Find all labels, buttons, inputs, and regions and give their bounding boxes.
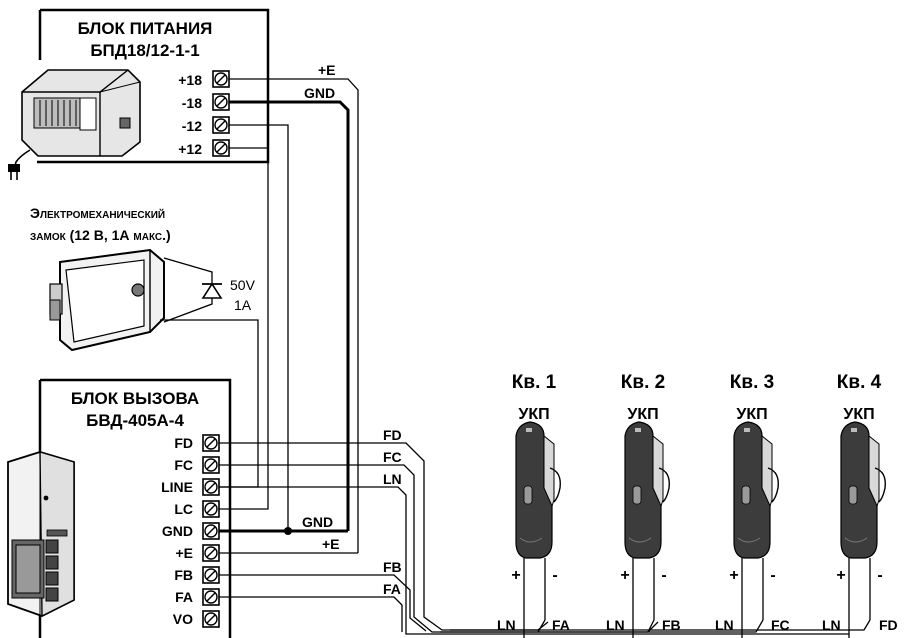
- wire-label-fa: FA: [383, 581, 401, 597]
- apartment-title: Кв. 4: [837, 372, 882, 393]
- wire-label-gnd: GND: [302, 514, 333, 530]
- terminal-screw-icon: [202, 434, 220, 452]
- apartment-title: Кв. 2: [621, 372, 665, 393]
- signal-label: FA: [552, 617, 570, 633]
- terminal-label: LC: [174, 501, 193, 517]
- terminal-screw-icon: [202, 544, 220, 562]
- call-unit-title: БЛОК ВЫЗОВА: [71, 389, 199, 408]
- power-supply-title: БЛОК ПИТАНИЯ: [78, 19, 213, 38]
- terminal-screw-icon: [212, 93, 230, 111]
- electromechanical-lock-icon: [49, 248, 165, 352]
- call-unit-wires: [219, 442, 659, 635]
- signal-label: FB: [662, 617, 681, 633]
- wire-label-e: +E: [318, 62, 336, 78]
- terminal-screw-icon: [212, 116, 230, 134]
- device-label: УКП: [843, 406, 874, 423]
- terminal-screw-icon: [202, 478, 220, 496]
- terminal-label: FC: [174, 457, 193, 473]
- handset-icon: [733, 421, 779, 559]
- device-label: УКП: [736, 406, 767, 423]
- apartment-1: Кв. 1 УКП + - LN FA: [497, 372, 570, 638]
- terminal-screw-icon: [202, 456, 220, 474]
- power-adapter-icon: [8, 69, 141, 180]
- handset-icon: [624, 421, 670, 559]
- apartment-units: Кв. 1 УКП + - LN FA Кв. 2 УКП + - LN FB …: [497, 372, 898, 638]
- terminal-label: +18: [178, 72, 202, 88]
- device-label: УКП: [518, 406, 549, 423]
- apartment-2: Кв. 2 УКП + - LN FB: [606, 372, 681, 638]
- line-label: LN: [606, 617, 625, 633]
- apartment-3: Кв. 3 УКП + - LN FC: [715, 372, 790, 638]
- wire-label-e: +E: [322, 536, 340, 552]
- terminal-screw-icon: [202, 522, 220, 540]
- call-panel-icon: [7, 451, 75, 618]
- wire-label-fb: FB: [383, 559, 402, 575]
- terminal-label: -12: [182, 118, 202, 134]
- minus-label: -: [877, 567, 882, 584]
- diode-icon: [201, 282, 223, 299]
- wire-label-fd: FD: [383, 427, 402, 443]
- apartment-title: Кв. 1: [512, 372, 557, 393]
- plus-label: +: [729, 567, 738, 584]
- power-supply-block: БЛОК ПИТАНИЯ БПД18/12-1-1 +18 -18 -12: [8, 8, 270, 180]
- terminal-label: +E: [175, 545, 193, 561]
- minus-label: -: [770, 567, 775, 584]
- terminal-screw-icon: [202, 566, 220, 584]
- signal-label: FC: [771, 617, 790, 633]
- junction-dot: [284, 527, 292, 535]
- line-label: LN: [822, 617, 841, 633]
- call-unit-block: БЛОК ВЫЗОВА БВД-405А-4 FD FC LINE LC GND…: [7, 378, 232, 638]
- terminal-screw-icon: [202, 588, 220, 606]
- terminal-screw-icon: [212, 139, 230, 157]
- terminal-label: FA: [175, 589, 193, 605]
- call-unit-model: БВД-405А-4: [86, 411, 184, 430]
- terminal-label: GND: [162, 523, 193, 539]
- plus-label: +: [620, 567, 629, 584]
- line-label: LN: [715, 617, 734, 633]
- apartment-title: Кв. 3: [730, 372, 774, 393]
- minus-label: -: [661, 567, 666, 584]
- line-label: LN: [497, 617, 516, 633]
- power-supply-model: БПД18/12-1-1: [90, 41, 199, 60]
- power-wires: [211, 78, 359, 553]
- terminal-label: LINE: [161, 479, 193, 495]
- apartment-4: Кв. 4 УКП + - LN FD: [822, 372, 898, 638]
- diode-voltage: 50V: [230, 277, 256, 293]
- terminal-label: VO: [173, 611, 193, 627]
- handset-icon: [515, 421, 561, 559]
- terminal-label: -18: [182, 95, 202, 111]
- plus-label: +: [836, 567, 845, 584]
- terminal-label: +12: [178, 141, 202, 157]
- apartment-bus: [440, 619, 871, 635]
- handset-icon: [840, 421, 886, 559]
- terminal-label: FB: [174, 567, 193, 583]
- terminal-screw-icon: [202, 610, 220, 628]
- lock-label: Электромеханический: [30, 205, 165, 221]
- lock-label-spec: замок (12 В, 1А макс.): [30, 227, 171, 243]
- terminal-label: FD: [174, 435, 193, 451]
- wire-label-ln: LN: [383, 471, 402, 487]
- plus-label: +: [511, 567, 520, 584]
- wire-label-fc: FC: [383, 449, 402, 465]
- minus-label: -: [552, 567, 557, 584]
- terminal-screw-icon: [212, 70, 230, 88]
- wire-label-gnd: GND: [304, 85, 335, 101]
- terminal-screw-icon: [202, 500, 220, 518]
- diode-current: 1A: [234, 297, 252, 313]
- signal-label: FD: [879, 617, 898, 633]
- device-label: УКП: [627, 406, 658, 423]
